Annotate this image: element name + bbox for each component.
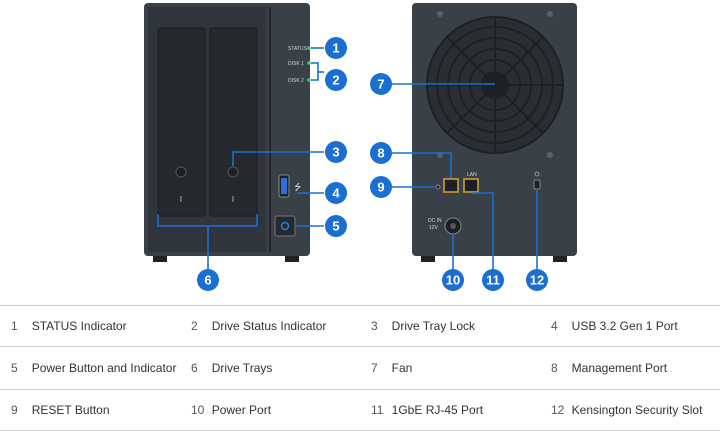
svg-text:8: 8 xyxy=(377,146,384,161)
status-led xyxy=(307,46,311,50)
legend-label: RESET Button xyxy=(31,389,180,431)
svg-text:1: 1 xyxy=(332,41,339,56)
callout-3: 3 xyxy=(325,141,347,163)
svg-text:2: 2 xyxy=(332,73,339,88)
svg-text:12: 12 xyxy=(530,273,544,288)
svg-text:4: 4 xyxy=(332,186,340,201)
legend-num: 2 xyxy=(179,305,212,347)
legend-num: 7 xyxy=(359,346,392,390)
callout-lines xyxy=(157,47,538,270)
legend-row: 9 RESET Button 10 Power Port 11 1GbE RJ-… xyxy=(0,389,720,431)
callout-11: 11 xyxy=(482,269,504,291)
dc-in-label: DC IN xyxy=(428,218,442,224)
dc-volt-label: 12V xyxy=(429,225,439,231)
callout-12: 12 xyxy=(526,269,548,291)
callout-5: 5 xyxy=(325,215,347,237)
svg-text:5: 5 xyxy=(332,219,339,234)
fan xyxy=(426,16,564,154)
svg-text:3: 3 xyxy=(332,145,339,160)
legend-num: 11 xyxy=(359,389,392,431)
callout-8: 8 xyxy=(370,142,392,164)
legend-label: Power Button and Indicator xyxy=(31,346,180,390)
power-button[interactable] xyxy=(274,215,296,237)
disk1-led xyxy=(307,61,311,65)
legend-num: 4 xyxy=(539,305,572,347)
svg-text:9: 9 xyxy=(377,180,384,195)
device-diagram: STATUS DISK 1 DISK 2 ⭍ xyxy=(144,3,577,291)
legend-label: Kensington Security Slot xyxy=(571,389,720,431)
legend-row: 1 STATUS Indicator 2 Drive Status Indica… xyxy=(0,305,720,347)
legend-num: 12 xyxy=(539,389,572,431)
disk2-led xyxy=(307,78,311,82)
tray-lock-2[interactable] xyxy=(227,166,239,178)
disk2-led-label: DISK 2 xyxy=(288,78,304,84)
callout-9: 9 xyxy=(370,176,392,198)
callout-1: 1 xyxy=(325,37,347,59)
legend-label: 1GbE RJ-45 Port xyxy=(391,389,540,431)
kensington-slot[interactable] xyxy=(533,179,541,190)
legend-num: 9 xyxy=(0,389,32,431)
svg-text:11: 11 xyxy=(486,273,500,288)
callout-7: 7 xyxy=(370,73,392,95)
callout-10: 10 xyxy=(442,269,464,291)
svg-text:7: 7 xyxy=(377,77,384,92)
legend-table: 1 STATUS Indicator 2 Drive Status Indica… xyxy=(0,305,720,431)
legend-row: 5 Power Button and Indicator 6 Drive Tra… xyxy=(0,346,720,390)
lan-port[interactable] xyxy=(463,178,479,193)
legend-label: USB 3.2 Gen 1 Port xyxy=(571,305,720,347)
reset-button[interactable] xyxy=(435,184,441,190)
back-view: LAN DC IN 12V xyxy=(412,3,577,262)
legend-label: Power Port xyxy=(211,389,360,431)
status-led-label: STATUS xyxy=(288,46,308,52)
legend-num: 1 xyxy=(0,305,32,347)
legend-num: 8 xyxy=(539,346,572,390)
disk1-led-label: DISK 1 xyxy=(288,61,304,67)
lan-label: LAN xyxy=(467,172,477,178)
svg-text:6: 6 xyxy=(204,273,211,288)
tray-lock-1[interactable] xyxy=(175,166,187,178)
management-port[interactable] xyxy=(443,178,459,193)
callout-2: 2 xyxy=(325,69,347,91)
drive-tray-1[interactable] xyxy=(157,27,206,217)
legend-label: Drive Status Indicator xyxy=(211,305,360,347)
legend-label: Fan xyxy=(391,346,540,390)
legend-label: Drive Trays xyxy=(211,346,360,390)
callout-6: 6 xyxy=(197,269,219,291)
legend-num: 3 xyxy=(359,305,392,347)
legend-label: STATUS Indicator xyxy=(31,305,180,347)
drive-tray-2[interactable] xyxy=(209,27,258,217)
legend-num: 10 xyxy=(179,389,212,431)
legend-label: Drive Tray Lock xyxy=(391,305,540,347)
callout-badges: 1 2 3 4 5 6 7 8 9 10 11 12 xyxy=(197,37,548,291)
svg-text:10: 10 xyxy=(446,273,460,288)
legend-num: 5 xyxy=(0,346,32,390)
legend-label: Management Port xyxy=(571,346,720,390)
callout-4: 4 xyxy=(325,182,347,204)
front-view: STATUS DISK 1 DISK 2 ⭍ xyxy=(144,3,311,262)
usb-icon: ⭍ xyxy=(294,182,302,193)
legend-num: 6 xyxy=(179,346,212,390)
